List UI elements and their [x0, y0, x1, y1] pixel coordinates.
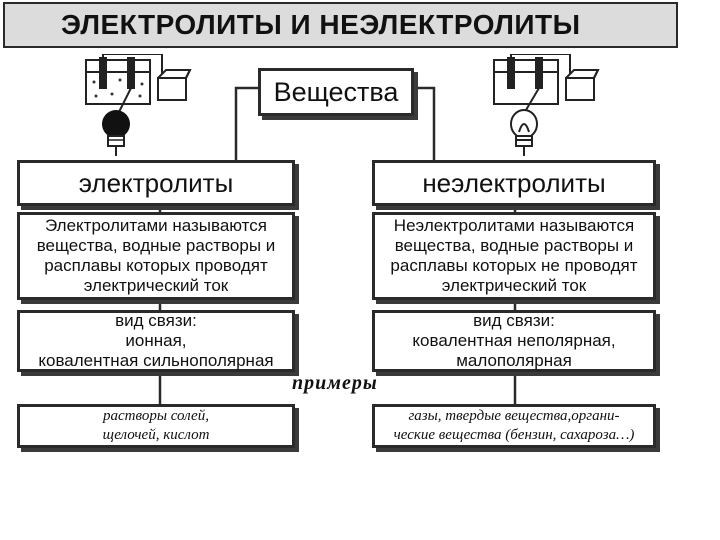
nonelectrolytes-examples: газы, твердые вещества,органи- ческие ве… [372, 404, 656, 448]
electrolytes-heading: электролиты [17, 160, 295, 206]
electrolytes-bond-type: вид связи: ионная, ковалентная сильнопол… [17, 310, 295, 372]
electrolysis-cell-unlit-bulb-icon [493, 54, 600, 156]
electrolytes-definition: Электролитами называются вещества, водны… [17, 212, 295, 300]
nonelectrolytes-heading: неэлектролиты [372, 160, 656, 206]
substances-box: Вещества [258, 68, 414, 116]
examples-label: примеры [292, 372, 378, 394]
nonelectrolytes-definition: Неэлектролитами называются вещества, вод… [372, 212, 656, 300]
nonelectrolytes-bond-type: вид связи: ковалентная неполярная, малоп… [372, 310, 656, 372]
electrolytes-examples: растворы солей, щелочей, кислот [17, 404, 295, 448]
page-title: ЭЛЕКТРОЛИТЫ И НЕЭЛЕКТРОЛИТЫ [3, 2, 678, 48]
electrolysis-cell-lit-bulb-icon [85, 54, 192, 156]
